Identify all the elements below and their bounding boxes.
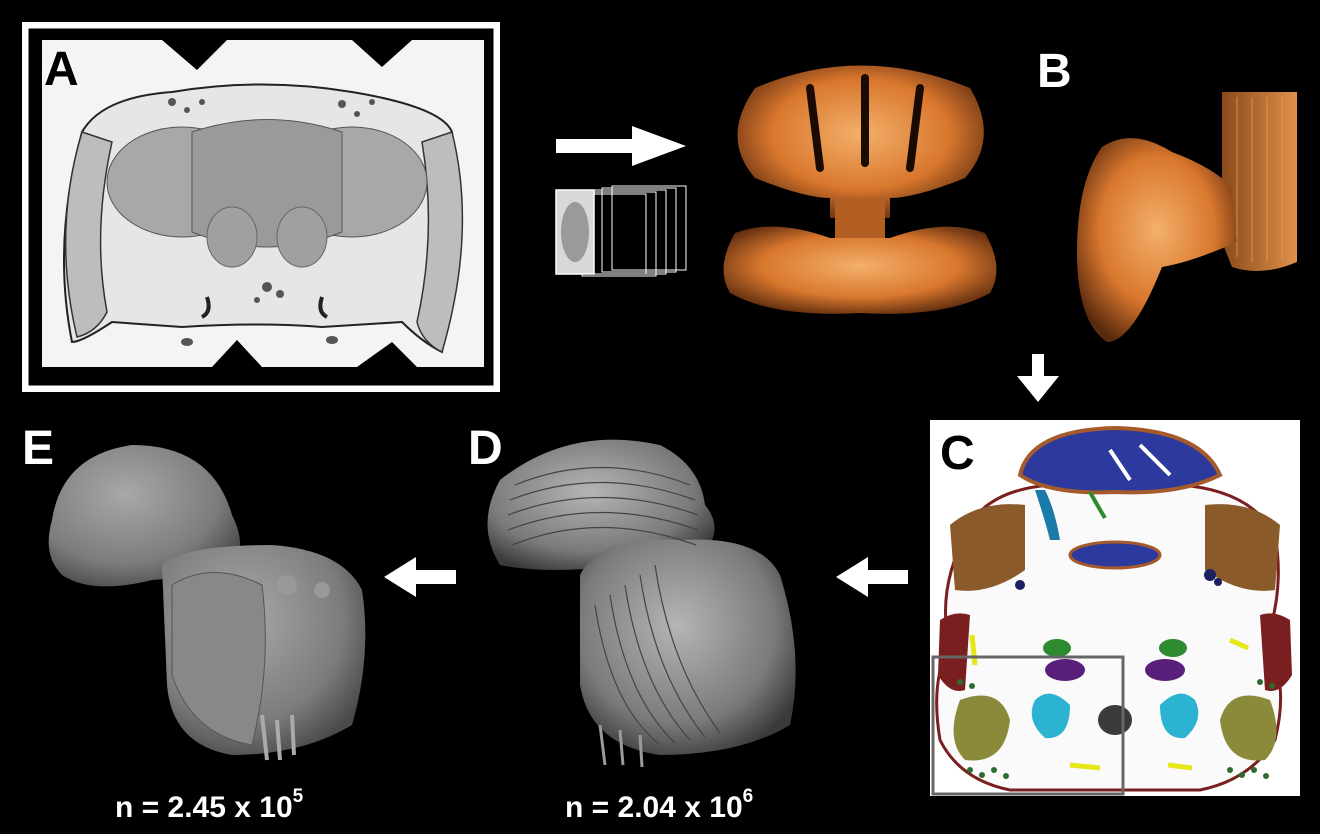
panel-e-count-base: n = 2.45 x 10 [115,791,293,824]
arrow-left-icon [380,555,460,599]
panel-a-section-image: A [22,22,500,392]
panel-d-count-base: n = 2.04 x 10 [565,791,743,824]
panel-c-segmentation-image: C [930,420,1300,796]
panel-d-label: D [468,425,503,473]
panel-c-label: C [940,430,975,478]
panel-a-label: A [44,46,79,94]
slice-stack-icon [552,178,692,278]
arrow-right-icon [552,122,692,172]
arrow-down-icon [1013,352,1063,404]
panel-b-volume-render-side [1072,92,1302,350]
panel-e-label: E [22,425,54,473]
panel-d-mesh-render: D [460,425,820,770]
arrow-left-icon [832,555,912,599]
panel-b-label: B [1037,48,1072,96]
panel-b-volume-render-front: B [715,48,1005,358]
panel-e-count: n = 2.45 x 105 [115,790,303,825]
panel-d-count-exponent: 6 [743,786,754,807]
panel-e-count-exponent: 5 [293,786,304,807]
panel-e-simplified-mesh: E [22,425,382,770]
panel-d-count: n = 2.04 x 106 [565,790,753,825]
